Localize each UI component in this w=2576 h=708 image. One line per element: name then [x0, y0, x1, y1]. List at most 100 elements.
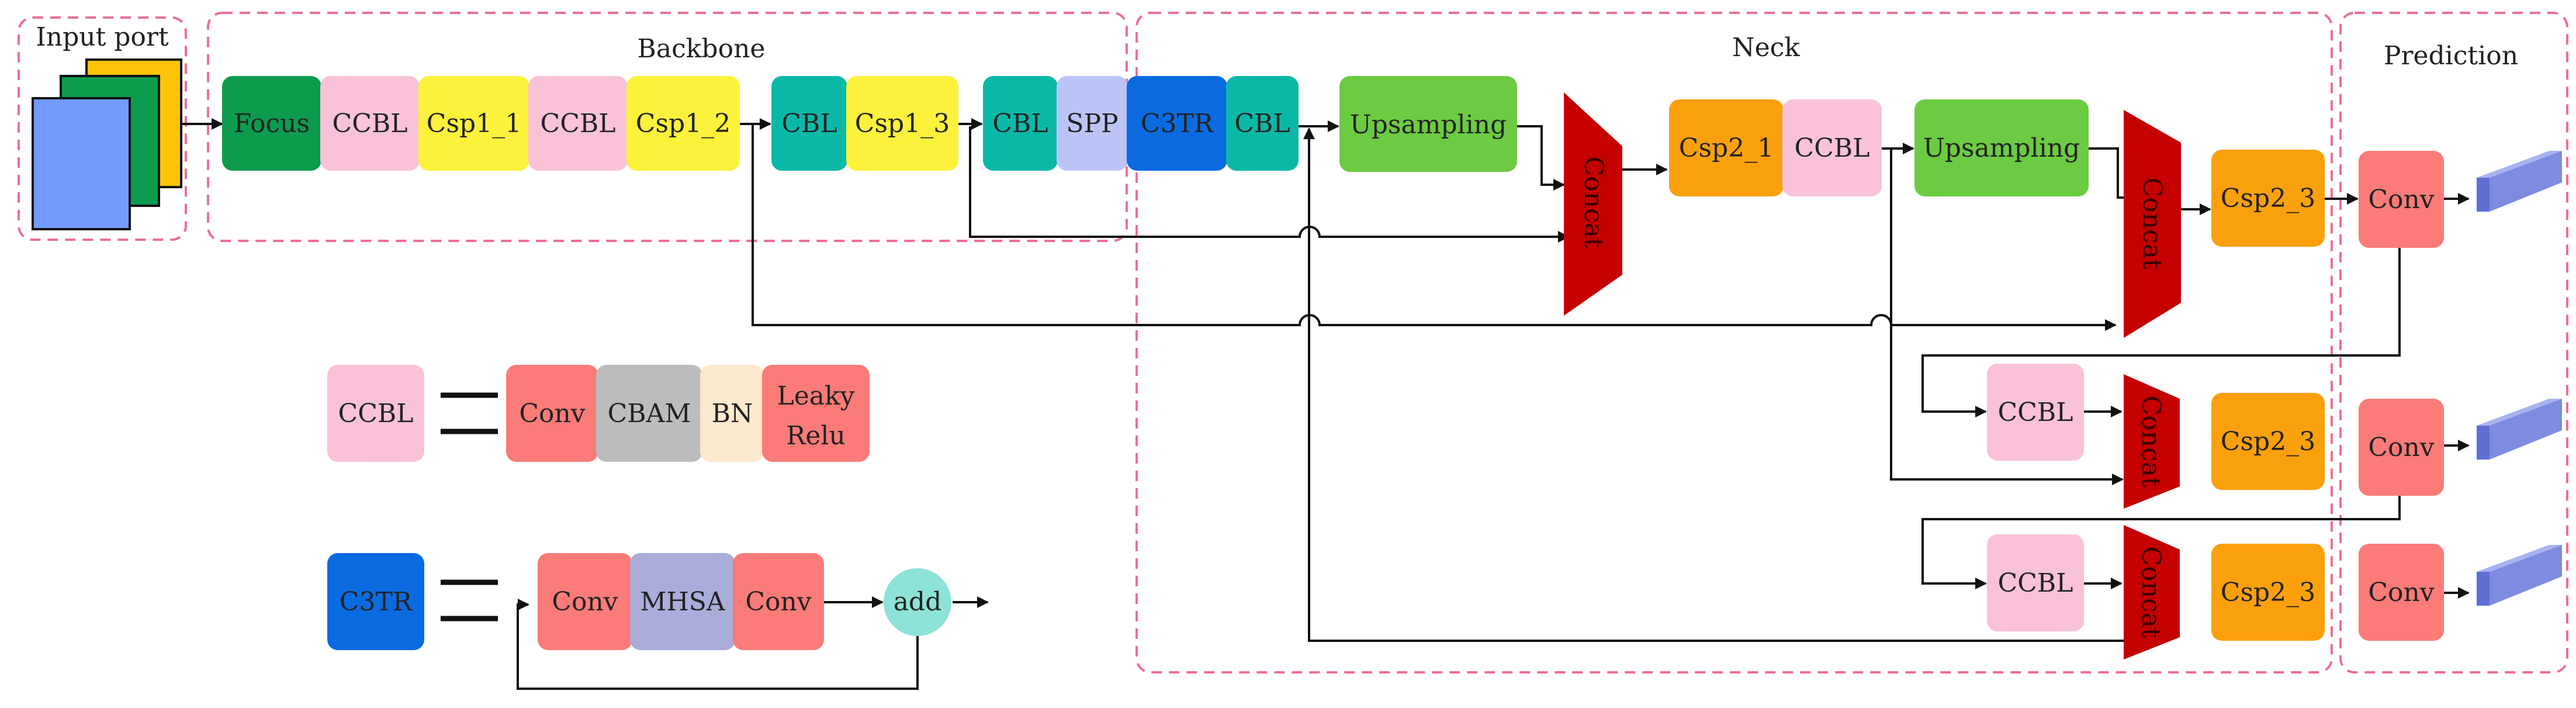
legend-c3tr-conv-label-b: Conv: [745, 587, 811, 617]
feedback-concat-4-cbl: [1303, 127, 2133, 642]
legend-c3tr-block: [327, 553, 424, 650]
backbone-blocks: Focus CCBL Csp1_1 CCBL Csp1_2 CBL Csp1_3…: [222, 76, 1299, 171]
backbone-title: Backbone: [638, 34, 766, 64]
conv-block-3: [2359, 544, 2444, 641]
legend-c3tr-residual-loop: [517, 599, 919, 690]
legend-ccbl-leaky-block: [762, 365, 870, 462]
concat-block-4: [2124, 525, 2180, 659]
csp1-2-block: [626, 76, 740, 171]
legend-ccbl-block: [327, 365, 424, 462]
cbl-block-1: [771, 76, 847, 171]
focus-label: Focus: [234, 109, 310, 139]
legend-ccbl-label: CCBL: [338, 399, 414, 429]
csp2-3-label-b: Csp2_3: [2221, 427, 2315, 457]
ccbl-neck-label-1: CCBL: [1795, 133, 1870, 163]
conv-label-2: Conv: [2368, 433, 2434, 462]
arrow-upsampling-concat: [1516, 125, 1565, 191]
csp2-1-block: [1669, 99, 1784, 196]
skip-ccbl-concat-3: [1881, 147, 2124, 485]
prediction-title: Prediction: [2384, 41, 2518, 71]
upsampling-label-2: Upsampling: [1923, 133, 2080, 163]
ccbl-label-2: CCBL: [541, 109, 616, 139]
ccbl-neck-label-3: CCBL: [1998, 568, 2073, 598]
legend-c3tr-conv-label-a: Conv: [552, 587, 618, 617]
legend-ccbl: CCBL Conv CBAM BN Leaky Relu: [327, 365, 870, 462]
ccbl-neck-block-3: [1987, 534, 2084, 631]
csp1-1-label: Csp1_1: [427, 109, 521, 139]
csp1-1-block: [418, 76, 529, 171]
cbl-label-1: CBL: [781, 109, 837, 139]
backbone-region: [207, 12, 1128, 242]
legend-c3tr-label: C3TR: [340, 587, 413, 617]
legend-c3tr-mhsa-block: [630, 553, 735, 650]
neck-blocks: Upsampling Concat Csp2_1 CCBL Upsampling…: [1339, 76, 2325, 659]
ccbl-label-1: CCBL: [333, 109, 408, 139]
concat-label-4: Concat: [2136, 546, 2166, 638]
csp2-1-label: Csp2_1: [1679, 133, 1774, 163]
concat-block-3: [2124, 374, 2180, 509]
concat-label-1: Concat: [1578, 156, 1608, 248]
concat-block-2: [2124, 110, 2181, 338]
neck-title: Neck: [1732, 33, 1800, 63]
legend-c3tr-conv-block-a: [538, 553, 632, 650]
c3tr-label: C3TR: [1141, 109, 1214, 139]
conv-label-3: Conv: [2368, 578, 2434, 607]
branch-conv-ccbl-3: [1921, 495, 2401, 589]
legend-ccbl-bn-label: BN: [712, 399, 753, 429]
connections: [182, 118, 2470, 642]
ccbl-neck-block-1: [1782, 99, 1882, 196]
csp1-3-block: [846, 76, 958, 171]
legend-ccbl-conv-block: [506, 365, 598, 462]
cbl-label-3: CBL: [1234, 109, 1290, 139]
csp2-3-block-c: [2211, 544, 2325, 641]
legend-c3tr-mhsa-label: MHSA: [640, 587, 726, 617]
conv-block-1: [2359, 151, 2444, 248]
output-tensor-3: [2477, 545, 2562, 606]
upsampling-label-1: Upsampling: [1350, 110, 1507, 140]
legend-ccbl-bn-block: [700, 365, 764, 462]
cbl-label-2: CBL: [992, 109, 1048, 139]
legend-c3tr-conv-block-b: [733, 553, 824, 650]
prediction-region: [2339, 12, 2568, 674]
legend-c3tr-add-label: add: [894, 587, 942, 617]
c3tr-block: [1127, 76, 1227, 171]
legend-ccbl-conv-label: Conv: [519, 399, 585, 429]
legend-ccbl-leaky-label-1: Leaky: [777, 381, 854, 411]
prediction-blocks: Conv Conv Conv: [2359, 151, 2562, 641]
focus-block: [222, 76, 321, 171]
legend-ccbl-cbam-block: [596, 365, 702, 462]
output-tensor-1: [2477, 151, 2562, 212]
input-port-region: [18, 16, 187, 241]
concat-label-3: Concat: [2136, 395, 2166, 487]
branch-conv-ccbl-2: [1921, 239, 2401, 417]
ccbl-block-2: [528, 76, 628, 171]
csp2-3-block-a: [2211, 150, 2325, 247]
input-port-title: Input port: [36, 22, 169, 52]
cbl-block-2: [983, 76, 1058, 171]
upsampling-block-1: [1339, 76, 1517, 172]
csp1-3-label: Csp1_3: [855, 109, 950, 139]
concat-block-1: [1564, 92, 1622, 316]
upsampling-block-2: [1914, 99, 2089, 196]
legend-ccbl-leaky-label-2: Relu: [786, 421, 846, 451]
ccbl-block-1: [320, 76, 420, 171]
input-layer-blue: [32, 97, 131, 230]
conv-label-1: Conv: [2368, 185, 2434, 215]
concat-label-2: Concat: [2137, 177, 2167, 269]
csp2-3-label-c: Csp2_3: [2221, 578, 2315, 607]
neck-region: [1135, 12, 2333, 674]
cbl-block-3: [1226, 76, 1299, 171]
ccbl-neck-block-2: [1987, 364, 2084, 461]
ccbl-neck-label-2: CCBL: [1998, 398, 2073, 427]
output-tensor-2: [2477, 399, 2562, 460]
csp2-3-label-a: Csp2_3: [2221, 184, 2315, 213]
csp2-3-block-b: [2211, 393, 2325, 490]
spp-block: [1057, 76, 1128, 171]
legend-ccbl-cbam-label: CBAM: [608, 399, 691, 429]
conv-block-2: [2359, 399, 2444, 496]
skip-csp1-2-concat: [752, 124, 2117, 331]
input-image-stack: [32, 58, 182, 230]
spp-label: SPP: [1066, 109, 1118, 139]
legend-c3tr: C3TR Conv MHSA Conv add: [327, 553, 989, 690]
